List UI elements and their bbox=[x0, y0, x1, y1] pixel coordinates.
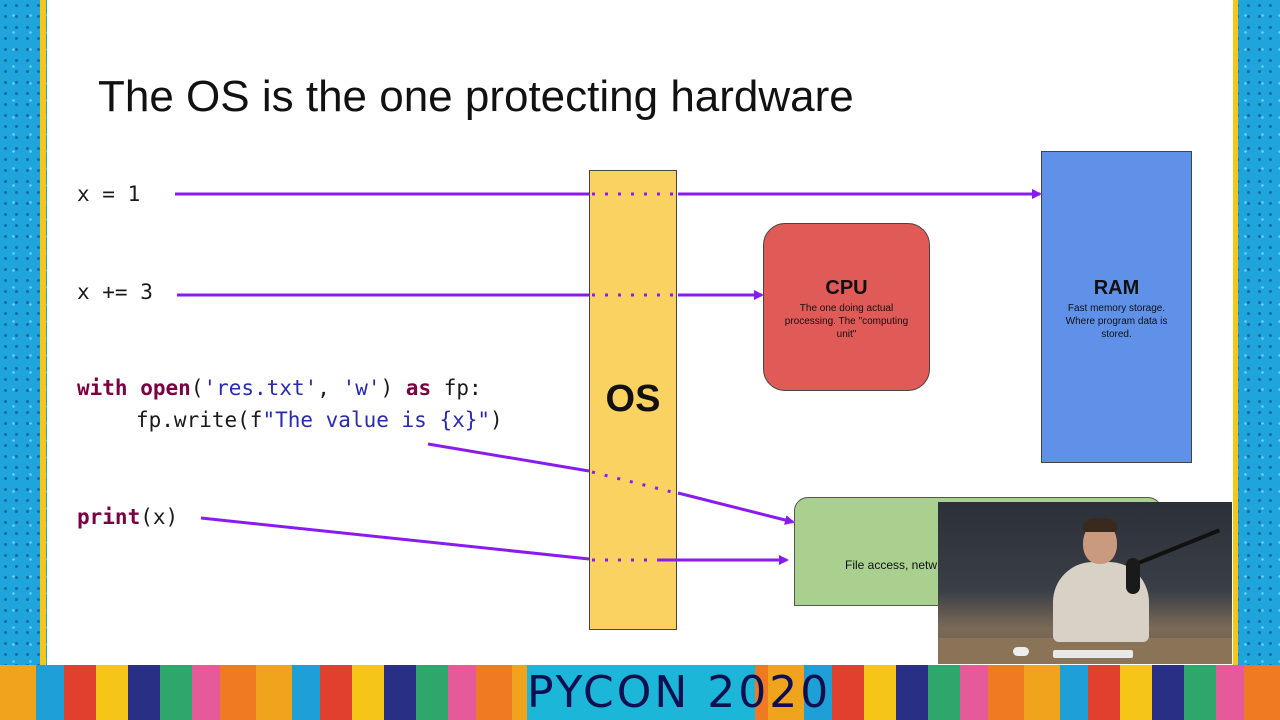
webcam-presenter-hair bbox=[1083, 518, 1117, 532]
arrow-write-through-os bbox=[591, 470, 677, 495]
code-write-call: fp.write(f bbox=[136, 408, 263, 432]
code-print: print(x) bbox=[77, 505, 178, 529]
slide-title: The OS is the one protecting hardware bbox=[98, 72, 854, 121]
ram-title: RAM bbox=[1093, 277, 1140, 299]
keyword-with: with bbox=[77, 376, 128, 400]
keyword-print: print bbox=[77, 505, 141, 529]
arrow-write-to-devices bbox=[677, 491, 795, 525]
code-assign: x = 1 bbox=[77, 182, 141, 206]
string-filename: 'res.txt' bbox=[203, 376, 318, 400]
microphone-icon bbox=[1126, 558, 1140, 594]
devices-description: File access, netw bbox=[845, 558, 938, 572]
string-mode: 'w' bbox=[342, 376, 381, 400]
code-write-close: ) bbox=[490, 408, 503, 432]
arrow-print-to-os bbox=[200, 516, 590, 561]
pycon-logo-text: PYCON 2020 bbox=[527, 667, 832, 718]
webcam-mic-arm bbox=[1135, 528, 1221, 566]
cpu-description: The one doing actual processing. The "co… bbox=[784, 303, 909, 340]
string-fstring: "The value is {x}" bbox=[262, 408, 491, 432]
code-with-open: with open('res.txt', 'w') as fp: bbox=[77, 376, 482, 400]
code-write: fp.write(f"The value is {x}") bbox=[136, 408, 503, 432]
cpu-title: CPU bbox=[825, 277, 868, 299]
ram-description: Fast memory storage. Where program data … bbox=[1065, 303, 1168, 340]
keyword-open: open bbox=[140, 376, 191, 400]
footer-logo-panel: PYCON 2020 bbox=[527, 665, 828, 720]
arrow-write-to-os bbox=[427, 442, 590, 473]
right-border-pattern bbox=[1232, 0, 1280, 665]
code-fp: fp: bbox=[431, 376, 482, 400]
code-print-args: (x) bbox=[140, 505, 179, 529]
webcam-keyboard bbox=[1053, 650, 1133, 658]
paren-open: ( bbox=[190, 376, 204, 400]
cpu-box: CPU The one doing actual processing. The… bbox=[763, 223, 930, 391]
conference-footer: PYCON 2020 bbox=[0, 665, 1280, 720]
keyword-as: as bbox=[405, 376, 432, 400]
os-label: OS bbox=[605, 378, 661, 420]
presenter-webcam bbox=[938, 502, 1232, 664]
comma: , bbox=[317, 376, 343, 400]
code-increment: x += 3 bbox=[77, 280, 153, 304]
ram-box: RAM Fast memory storage. Where program d… bbox=[1041, 151, 1192, 463]
webcam-mouse bbox=[1013, 647, 1029, 656]
paren-close: ) bbox=[380, 376, 406, 400]
os-layer-bar bbox=[589, 170, 677, 630]
right-border-stripe bbox=[1232, 0, 1238, 665]
left-border-stripe bbox=[40, 0, 46, 665]
